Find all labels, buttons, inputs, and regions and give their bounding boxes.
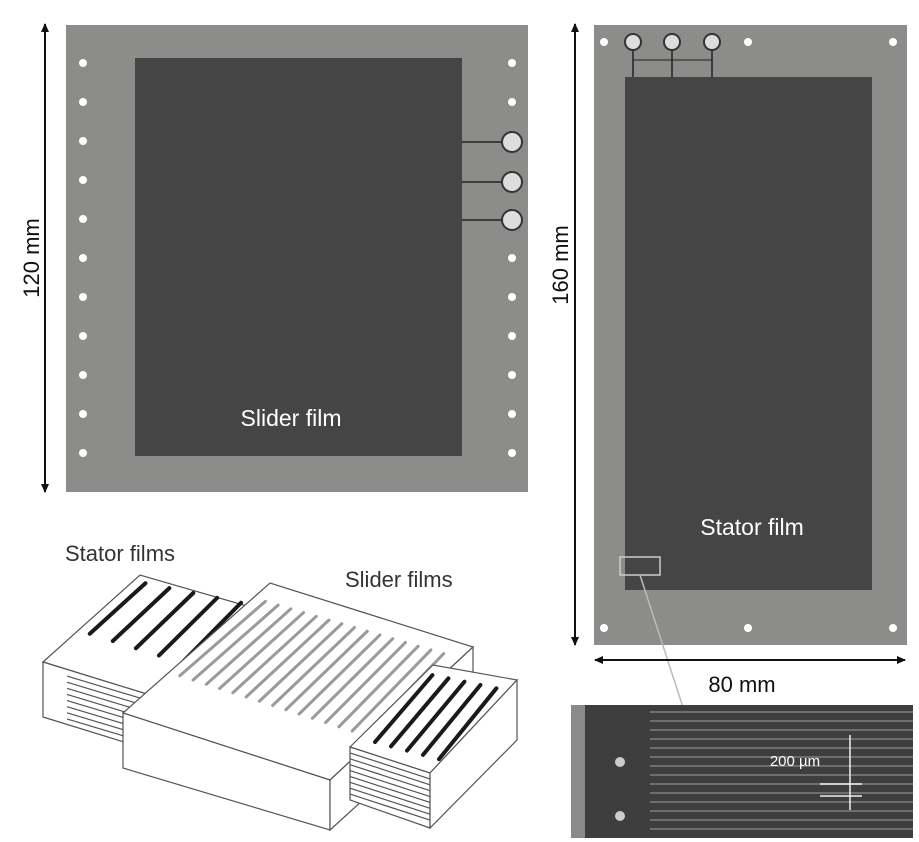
slider-film bbox=[135, 58, 462, 456]
hole bbox=[79, 176, 87, 184]
electrode-micrograph: 200 µm bbox=[571, 705, 913, 838]
hole bbox=[508, 332, 516, 340]
terminal-pad bbox=[501, 209, 523, 231]
hole bbox=[600, 38, 608, 46]
slider-electrode bbox=[191, 603, 280, 682]
stator-electrode bbox=[405, 679, 467, 753]
right-stator-end bbox=[429, 678, 518, 830]
stator-film-label: Stator film bbox=[700, 514, 804, 540]
stator-electrode bbox=[421, 683, 483, 757]
terminal-pad bbox=[501, 131, 523, 153]
slider-electrode bbox=[310, 637, 395, 720]
slider-electrode bbox=[218, 611, 306, 690]
slider-electrode bbox=[204, 607, 293, 686]
film-layer bbox=[349, 775, 431, 804]
slider-electrode bbox=[297, 633, 382, 716]
terminal-pad bbox=[703, 33, 721, 51]
slider-electrode bbox=[271, 626, 356, 707]
mounting-holes bbox=[79, 59, 516, 457]
pitch-label: 200 µm bbox=[770, 753, 820, 770]
film-layer bbox=[349, 793, 431, 821]
slider-electrode bbox=[324, 640, 407, 725]
hole bbox=[79, 332, 87, 340]
slider-electrode bbox=[244, 618, 331, 699]
slider-electrode bbox=[257, 622, 344, 703]
terminal-pad bbox=[624, 33, 642, 51]
slider-electrode bbox=[350, 648, 433, 733]
hole bbox=[79, 293, 87, 301]
stator-electrode bbox=[437, 686, 499, 762]
terminal-pad bbox=[663, 33, 681, 51]
slider-film-label: Slider film bbox=[241, 405, 342, 431]
hole bbox=[79, 137, 87, 145]
stator-films-label: Stator films bbox=[65, 541, 175, 566]
hole bbox=[508, 59, 516, 67]
electrode-terminals bbox=[624, 33, 721, 77]
hole bbox=[79, 215, 87, 223]
stator-electrode bbox=[156, 595, 220, 658]
hole bbox=[508, 410, 516, 418]
slider-electrode bbox=[284, 629, 369, 712]
hole bbox=[79, 410, 87, 418]
hole bbox=[744, 624, 752, 632]
stator-electrode bbox=[87, 581, 148, 636]
slider-electrode bbox=[231, 614, 318, 695]
electrode-terminals bbox=[462, 131, 523, 231]
hole bbox=[79, 371, 87, 379]
film-layer bbox=[349, 752, 431, 780]
stator-electrode bbox=[389, 676, 451, 749]
film-layer bbox=[349, 769, 431, 798]
hole bbox=[79, 59, 87, 67]
hole bbox=[508, 254, 516, 262]
film-layer bbox=[349, 758, 431, 786]
right-height-label: 160 mm bbox=[548, 225, 573, 304]
width-label: 80 mm bbox=[708, 672, 775, 697]
hole bbox=[508, 293, 516, 301]
left-height-label: 120 mm bbox=[19, 218, 44, 297]
film-layer bbox=[66, 675, 151, 702]
hole bbox=[508, 98, 516, 106]
hole bbox=[79, 98, 87, 106]
stator-electrode bbox=[110, 586, 172, 643]
stacked-film-schematic bbox=[41, 574, 519, 832]
film-layer bbox=[349, 787, 431, 815]
mounting-holes bbox=[600, 38, 897, 632]
film-layer bbox=[349, 781, 431, 809]
hole bbox=[744, 38, 752, 46]
slider-electrode bbox=[178, 599, 267, 678]
hole bbox=[508, 371, 516, 379]
slider-electrode bbox=[337, 644, 420, 729]
stator-film-photo: Stator film bbox=[594, 25, 907, 645]
hole bbox=[508, 449, 516, 457]
hole bbox=[889, 624, 897, 632]
hole bbox=[889, 38, 897, 46]
hole bbox=[600, 624, 608, 632]
slider-film-photo: Slider film bbox=[66, 25, 528, 492]
stator-electrode bbox=[373, 673, 435, 745]
stator-electrode bbox=[133, 591, 196, 651]
slider-films-label: Slider films bbox=[345, 567, 453, 592]
film-layer bbox=[349, 764, 431, 792]
terminal-pad bbox=[501, 171, 523, 193]
stator-film bbox=[625, 77, 872, 590]
hole bbox=[79, 449, 87, 457]
hole bbox=[79, 254, 87, 262]
